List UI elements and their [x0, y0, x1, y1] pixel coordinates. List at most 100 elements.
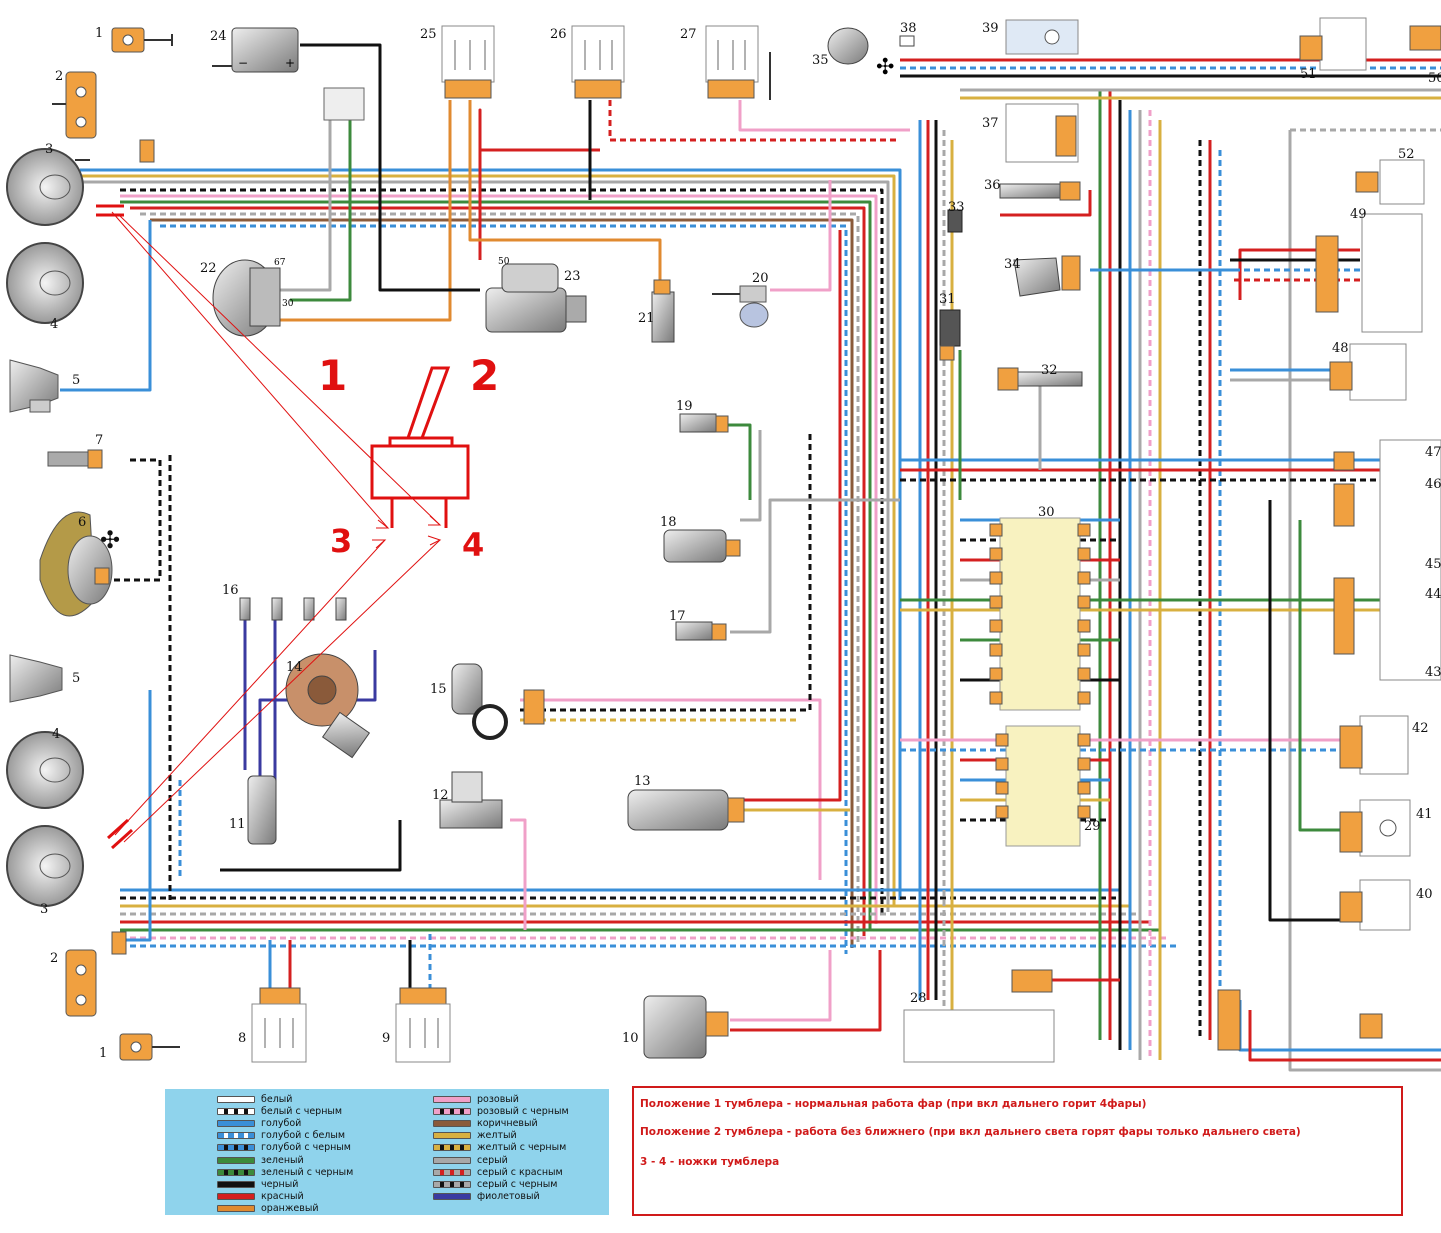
component-number: 38 [900, 21, 917, 36]
toggle-switch-body [370, 444, 470, 500]
component-number: 37 [982, 116, 999, 131]
turn-signal-top [52, 71, 97, 139]
legend-swatch [217, 1180, 255, 1188]
relay-52 [1355, 159, 1425, 205]
sensor-31 [939, 309, 961, 361]
legend-swatch [217, 1193, 255, 1201]
relay-9 [395, 987, 451, 1063]
legend-entry: голубой [217, 1117, 353, 1129]
legend-label: желтый с черным [477, 1142, 567, 1154]
ignition-coil [247, 775, 277, 845]
component-number: 40 [1416, 887, 1433, 902]
connector [111, 931, 127, 955]
toggle-switch-annotation [96, 204, 470, 850]
note-line-3: 3 - 4 - ножки тумблера [640, 1156, 780, 1168]
component-number: 2 [50, 951, 58, 966]
horn-bottom [9, 654, 63, 703]
legend-label: белый с черным [261, 1105, 343, 1117]
legend-label: белый [261, 1093, 293, 1105]
component-number: 34 [1004, 257, 1021, 272]
legend-entry: белый [217, 1093, 353, 1105]
relay-48 [1329, 343, 1407, 401]
toggle-switch-collar [388, 436, 454, 446]
component-number: 27 [680, 27, 697, 42]
starter [485, 263, 587, 333]
mounting-block [323, 87, 365, 121]
legend-entry: зеленый с черным [217, 1166, 353, 1178]
relay-50 [1409, 25, 1441, 51]
component-number: 4 [52, 727, 60, 742]
relay-49 [1315, 213, 1423, 333]
legend-swatch [433, 1168, 471, 1176]
legend-swatch [433, 1119, 471, 1127]
component-number: 9 [382, 1031, 390, 1046]
module-39 [1005, 19, 1079, 55]
module-10 [643, 995, 729, 1059]
legend-swatch [433, 1144, 471, 1152]
legend-swatch [217, 1168, 255, 1176]
legend-swatch [217, 1205, 255, 1213]
component-number: 13 [634, 774, 651, 789]
legend-label: черный [261, 1178, 299, 1190]
svg-text:✣: ✣ [100, 526, 120, 554]
connector [1359, 1013, 1383, 1039]
fuse-block-30 [989, 517, 1091, 711]
fuse-38 [899, 35, 915, 47]
relay-25 [441, 25, 495, 99]
legend-swatch [217, 1107, 255, 1115]
legend-entry: красный [217, 1191, 353, 1203]
component-number: 32 [1041, 363, 1058, 378]
component-number: 21 [638, 311, 655, 326]
legend-label: коричневый [477, 1117, 538, 1129]
connector [139, 139, 155, 163]
component-number: 11 [229, 817, 246, 832]
legend-entry: серый [433, 1154, 569, 1166]
side-marker-lamp-top [111, 27, 173, 53]
legend-label: серый с черным [477, 1178, 558, 1190]
component-number: 29 [1084, 819, 1101, 834]
legend-label: розовый с черным [477, 1105, 569, 1117]
legend-entry: белый с черным [217, 1105, 353, 1117]
headlight-top-outer [6, 148, 90, 226]
terminal-label: 30 [282, 299, 294, 309]
component-number: 24 [210, 29, 227, 44]
side-marker-lamp-bottom [119, 1033, 180, 1061]
motor-34 [1013, 255, 1081, 297]
component-number: 12 [432, 788, 449, 803]
toggle-pin-4-label: 4 [462, 526, 484, 564]
legend-swatch [433, 1180, 471, 1188]
component-number: 43 [1425, 665, 1441, 680]
component-number: 3 [40, 902, 48, 917]
turn-signal-bottom [65, 949, 97, 1017]
terminal-label: 67 [274, 258, 286, 268]
legend-entry: оранжевый [217, 1203, 353, 1215]
component-number: 42 [1412, 721, 1429, 736]
component-number: 22 [200, 261, 217, 276]
component-number: 5 [72, 373, 80, 388]
toggle-position-2-label: 2 [470, 351, 499, 400]
wire-cut-mark-bottom [106, 818, 130, 840]
washer-motor [451, 663, 545, 740]
component-number: 5 [72, 671, 80, 686]
note-line-1: Положение 1 тумблера - нормальная работа… [640, 1098, 1147, 1110]
annotation-arrows [111, 211, 442, 843]
relay-8 [251, 987, 307, 1063]
legend-swatch [217, 1095, 255, 1103]
component-number: 33 [948, 200, 965, 215]
component-number: 15 [430, 682, 447, 697]
toggle-pin-3-label: 3 [330, 522, 352, 560]
legend-entry: зеленый [217, 1154, 353, 1166]
switch-33 [947, 209, 963, 233]
component-number: 1 [99, 1046, 107, 1061]
fuse-block-29 [995, 725, 1091, 847]
headlight-bottom-outer [6, 825, 84, 907]
horn-top [9, 359, 59, 413]
headlight-bottom-inner [6, 731, 84, 809]
solenoid-12 [439, 771, 503, 829]
motor-13 [627, 789, 745, 831]
note-line-2: Положение 2 тумблера - работа без ближне… [640, 1126, 1301, 1138]
legend-swatch [433, 1095, 471, 1103]
